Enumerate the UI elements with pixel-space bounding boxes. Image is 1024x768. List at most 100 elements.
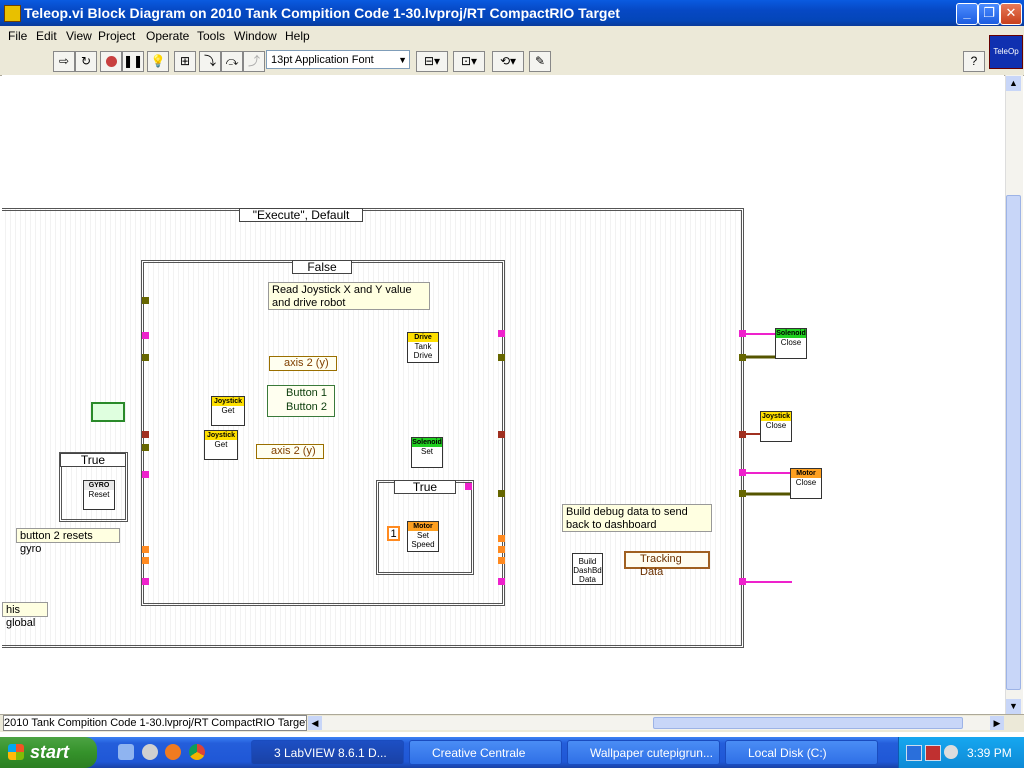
step-over-icon[interactable]: ⤼ <box>221 51 243 72</box>
start-button[interactable]: start <box>0 737 97 768</box>
menu-edit[interactable]: Edit <box>36 29 57 43</box>
close-button[interactable]: ✕ <box>1000 3 1022 25</box>
taskbar-item-wallpaper[interactable]: Wallpaper cutepigrun... <box>567 740 720 765</box>
vi-header: Solenoid <box>776 329 806 338</box>
comment-gyro-reset[interactable]: button 2 resets gyro <box>16 528 120 555</box>
vi-header: Joystick <box>212 397 244 406</box>
taskbar-item-labview[interactable]: 3 LabVIEW 8.6.1 D... <box>251 740 404 765</box>
vi-body: Set <box>420 447 433 456</box>
case-selector-execute[interactable]: "Execute", Default <box>239 208 363 222</box>
chevron-down-icon: ▼ <box>398 55 407 65</box>
menu-tools[interactable]: Tools <box>197 29 226 43</box>
run-continuously-icon[interactable]: ↻ <box>75 51 97 72</box>
quick-launch-ie-icon[interactable] <box>118 744 134 760</box>
horizontal-scroll-thumb[interactable] <box>653 717 963 729</box>
distribute-objects-icon[interactable]: ⊡▾ <box>453 51 485 72</box>
motor-close-vi[interactable]: Motor Close <box>790 468 822 499</box>
gyro-reset-vi[interactable]: GYRO Reset <box>83 480 115 510</box>
taskbar-item-creative[interactable]: Creative Centrale <box>409 740 562 765</box>
network-icon[interactable] <box>906 745 922 761</box>
solenoid-close-vi[interactable]: Solenoid Close <box>775 328 807 359</box>
scroll-down-icon[interactable]: ▼ <box>1006 699 1021 714</box>
case-selector-label: True <box>412 480 438 494</box>
joystick-close-vi[interactable]: Joystick Close <box>760 411 792 442</box>
unbundle-axis-node[interactable]: axis 2 (y) <box>269 356 337 371</box>
menu-view[interactable]: View <box>66 29 92 43</box>
taskbar-item-label: Creative Centrale <box>432 746 526 760</box>
taskbar-item-label: Wallpaper cutepigrun... <box>590 746 713 760</box>
button-1-label: Button 1 <box>286 387 327 399</box>
vi-header: Joystick <box>761 412 791 421</box>
pause-icon[interactable]: ❚❚ <box>122 51 144 72</box>
boolean-function-icon[interactable] <box>91 402 125 422</box>
step-out-icon[interactable]: ⤴ <box>243 51 265 72</box>
title-bar[interactable]: Teleop.vi Block Diagram on 2010 Tank Com… <box>0 0 1024 26</box>
menu-project[interactable]: Project <box>98 29 136 43</box>
clean-up-diagram-icon[interactable]: ✎ <box>529 51 551 72</box>
case-selector-true-motor[interactable]: True <box>394 480 456 494</box>
joystick-get-vi[interactable]: Joystick Get <box>211 396 245 426</box>
highlight-execution-icon[interactable]: 💡 <box>147 51 169 72</box>
quick-launch-firefox-icon[interactable] <box>165 744 181 760</box>
menu-window[interactable]: Window <box>234 29 277 43</box>
scroll-right-icon[interactable]: ▶ <box>990 716 1004 730</box>
vertical-scroll-thumb[interactable] <box>1006 195 1021 690</box>
abort-icon[interactable] <box>100 51 122 72</box>
vi-header: Motor <box>408 522 438 531</box>
menu-file[interactable]: File <box>8 29 28 43</box>
button-2-label: Button 2 <box>286 401 327 413</box>
unbundle-axis-node[interactable]: axis 2 (y) <box>256 444 324 459</box>
solenoid-set-vi[interactable]: Solenoid Set <box>411 437 443 468</box>
menu-bar: File Edit View Project Operate Tools Win… <box>0 26 1024 47</box>
font-select[interactable]: 13pt Application Font ▼ <box>266 50 410 69</box>
vi-icon[interactable]: TeleOp <box>989 35 1023 69</box>
comment-read-joystick[interactable]: Read Joystick X and Y value and drive ro… <box>268 282 430 310</box>
reorder-icon[interactable]: ⟲▾ <box>492 51 524 72</box>
step-into-icon[interactable]: ⤵ <box>199 51 221 72</box>
comment-build-debug[interactable]: Build debug data to send back to dashboa… <box>562 504 712 532</box>
menu-operate[interactable]: Operate <box>146 29 190 43</box>
menu-help[interactable]: Help <box>285 29 310 43</box>
vi-body: Set Speed <box>411 531 435 549</box>
labview-app-icon[interactable] <box>4 5 21 22</box>
start-label: start <box>30 742 70 762</box>
taskbar-item-local-disk[interactable]: Local Disk (C:) <box>725 740 878 765</box>
security-icon[interactable] <box>925 745 941 761</box>
vi-body: Close <box>780 338 802 347</box>
vi-body: Get <box>214 440 228 449</box>
comment-global[interactable]: his global <box>2 602 48 629</box>
case-selector-true-gyro[interactable]: True <box>60 453 126 467</box>
vi-header: GYRO <box>84 481 114 490</box>
window-title: Teleop.vi Block Diagram on 2010 Tank Com… <box>24 5 620 21</box>
motor-set-speed-vi[interactable]: Motor Set Speed <box>407 521 439 552</box>
retain-wire-values-icon[interactable]: ⊞ <box>174 51 196 72</box>
scroll-left-icon[interactable]: ◀ <box>308 716 322 730</box>
quick-launch-chrome-icon[interactable] <box>189 744 205 760</box>
taskbar-item-label: 3 LabVIEW 8.6.1 D... <box>274 746 387 760</box>
vi-body: Build DashBd Data <box>573 557 602 584</box>
case-selector-false[interactable]: False <box>292 260 352 274</box>
numeric-constant[interactable]: 1 <box>387 526 400 541</box>
taskbar-item-label: Local Disk (C:) <box>748 746 827 760</box>
vi-body: Reset <box>88 490 110 499</box>
align-objects-icon[interactable]: ⊟▾ <box>416 51 448 72</box>
taskbar-clock[interactable]: 3:39 PM <box>967 746 1012 760</box>
run-arrow-icon[interactable]: ⇨ <box>53 51 75 72</box>
vi-body: Tank Drive <box>413 342 433 360</box>
quick-launch-media-icon[interactable] <box>142 744 158 760</box>
block-diagram-canvas[interactable]: "Execute", Default False True True Read … <box>2 75 1004 715</box>
scroll-up-icon[interactable]: ▲ <box>1006 76 1021 91</box>
joystick-get-vi[interactable]: Joystick Get <box>204 430 238 460</box>
global-variable-tracking-data[interactable]: Tracking Data <box>624 551 710 578</box>
maximize-button[interactable]: ❐ <box>978 3 1000 25</box>
volume-icon[interactable] <box>944 745 958 759</box>
unbundle-buttons-node[interactable]: Button 1 Button 2 <box>267 385 335 417</box>
context-help-button[interactable]: ? <box>963 51 985 72</box>
toolbar: ⇨ ↻ ❚❚ 💡 ⊞ ⤵ ⤼ ⤴ 13pt Application Font ▼… <box>0 47 1024 76</box>
drive-tank-drive-vi[interactable]: Drive Tank Drive <box>407 332 439 363</box>
vi-body: Get <box>221 406 235 415</box>
font-select-value: 13pt Application Font <box>271 54 374 66</box>
vi-header: Solenoid <box>412 438 442 447</box>
minimize-button[interactable]: _ <box>956 3 978 25</box>
build-dashbd-data-vi[interactable]: Build DashBd Data <box>572 553 603 585</box>
